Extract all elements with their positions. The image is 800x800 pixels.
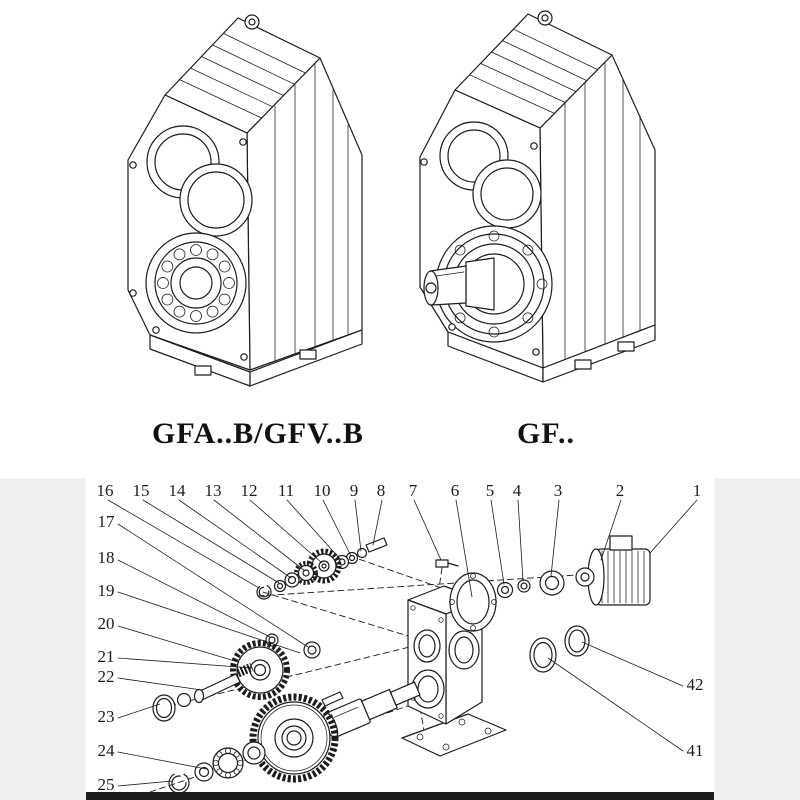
model-label-gf: GF.. (517, 417, 575, 450)
callout-8: 8 (377, 481, 386, 500)
callout-23: 23 (98, 707, 115, 726)
callout-20: 20 (98, 614, 115, 633)
callout-14: 14 (169, 481, 187, 500)
cooling-fins (469, 28, 598, 114)
callout-12: 12 (241, 481, 258, 500)
callout-22: 22 (98, 667, 115, 686)
callout-3: 3 (554, 481, 563, 500)
callout-41: 41 (687, 741, 704, 760)
callout-2: 2 (616, 481, 625, 500)
output-shaft (423, 257, 495, 311)
callout-10: 10 (314, 481, 331, 500)
callout-17: 17 (98, 512, 116, 531)
input-gearset-parts (256, 537, 388, 600)
gearbox-drawing-gfab (127, 14, 363, 387)
model-label-gfab: GFA..B/GFV..B (152, 417, 364, 450)
leader-lines (107, 499, 698, 787)
input-shaft-parts (435, 559, 565, 632)
side-ribs (564, 61, 641, 361)
bearing-boss-lower (472, 159, 542, 229)
callout-25: 25 (98, 775, 115, 794)
lifting-eye (537, 10, 553, 26)
callout-1: 1 (693, 481, 702, 500)
seal-ring-parts (529, 625, 590, 673)
callout-7: 7 (409, 481, 418, 500)
cooling-fins (179, 33, 306, 119)
lifting-eye (244, 14, 260, 30)
mounting-feet (447, 324, 656, 383)
page-bottom-rule (86, 792, 714, 800)
intermediate-shaft-parts (152, 633, 321, 722)
main-bearing (145, 232, 247, 334)
callout-6: 6 (451, 481, 460, 500)
base-plate (401, 713, 507, 757)
motor-fins (601, 550, 645, 604)
callout-24: 24 (98, 741, 116, 760)
mounting-feet (149, 329, 363, 387)
callout-4: 4 (513, 481, 522, 500)
side-ribs (274, 63, 349, 361)
bearing-boss-lower (179, 163, 253, 237)
callout-19: 19 (98, 581, 115, 600)
callout-15: 15 (133, 481, 150, 500)
callout-5: 5 (486, 481, 495, 500)
exploded-view: 16 15 14 13 12 11 10 9 8 7 6 5 4 3 2 1 1… (97, 481, 704, 794)
gearbox-drawing-gf (419, 10, 656, 383)
callout-11: 11 (278, 481, 294, 500)
motor-unit (575, 535, 651, 606)
left-page-margin (0, 478, 86, 800)
output-shaft-parts (168, 681, 421, 794)
part-number-callouts: 16 15 14 13 12 11 10 9 8 7 6 5 4 3 2 1 1… (97, 481, 704, 794)
callout-42: 42 (687, 675, 704, 694)
cover-screws (129, 138, 248, 361)
cover-screws (420, 142, 540, 356)
right-page-margin (714, 478, 800, 800)
callout-16: 16 (97, 481, 114, 500)
callout-21: 21 (98, 647, 115, 666)
callout-9: 9 (350, 481, 359, 500)
callout-18: 18 (98, 548, 115, 567)
callout-13: 13 (205, 481, 222, 500)
